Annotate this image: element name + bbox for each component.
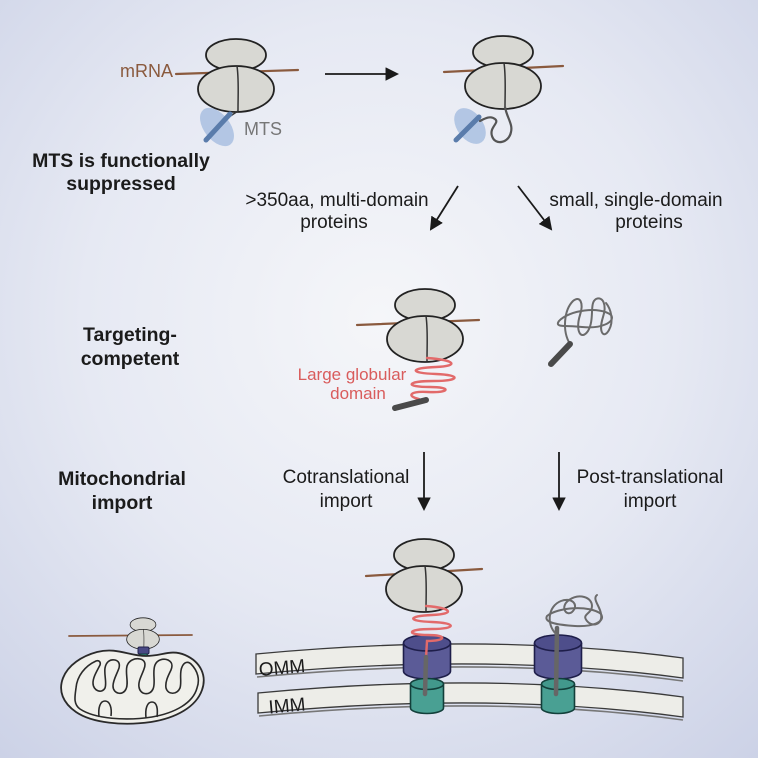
globular-label-line2: domain [330,384,386,403]
red-unfolded-chain [410,356,456,401]
arrow-branch-left-icon [429,185,459,231]
folded-protein-loop [545,607,603,628]
ribosome-icon [197,38,275,113]
arrow-branch-right-icon [517,185,553,231]
stage3-label-line1: Mitochondrial [58,468,186,490]
branch-left-label-line2: proteins [300,212,368,233]
mts-rod-icon [548,341,573,367]
ribosome-icon [385,538,463,613]
branch-left-label-line1: >350aa, multi-domain [245,190,428,211]
nascent-chain-loop [478,105,513,144]
outer-membrane-shadow [256,666,684,682]
folded-protein-icon [564,297,613,345]
translocating-chain [553,625,560,697]
folded-protein-loop [556,309,613,329]
posttranslational-import-site [545,594,603,697]
posttranslational-label-line1: Post-translational [577,467,724,488]
folded-small-protein [548,297,613,367]
mitochondrion [60,617,205,725]
branch-right-label-line2: proteins [615,212,683,233]
branch-right-label-line1: small, single-domain [549,190,722,211]
crista-icon [144,701,159,719]
mitochondrion-icon [60,649,205,725]
cotranslational-label-line2: import [320,491,374,512]
mts-rod-icon [392,397,429,411]
cotranslational-label-line1: Cotranslational [283,467,410,488]
globular-label-line1: Large globular [298,365,407,384]
omm-label: OMM [258,656,306,681]
stage3-label-line2: import [92,492,153,514]
ribosome-suppressed-left [174,38,300,147]
ribosome-icon [464,35,542,110]
tim-complex-icon [409,684,445,715]
ribosome-icon [386,288,464,363]
posttranslational-label-line2: import [624,491,678,512]
mrna-label: mRNA [120,61,173,81]
inner-membrane-shadow [258,705,684,721]
mts-label: MTS [244,119,282,139]
mts-helix-icon [453,114,482,143]
cotranslational-import-site [364,538,484,697]
ribosome-multidomain [355,288,481,411]
translocating-chain [422,654,429,697]
mts-helix-icon [203,111,233,143]
stage1-label-line1: MTS is functionally [32,150,210,172]
stage2-label-line1: Targeting- [83,324,177,346]
crista-icon [97,700,113,718]
ribosome-suppressed-right [442,35,565,144]
ribosome-icon [126,617,160,650]
tim-complex-icon [540,684,576,715]
imm-label: IMM [268,694,307,718]
stage2-label-line2: competent [81,348,180,370]
stage1-label-line2: suppressed [66,173,175,195]
tom-complex-mini-icon [137,646,150,655]
inner-membrane [257,682,684,718]
red-unfolded-chain [410,604,452,660]
inner-membrane-cristae [74,657,200,720]
